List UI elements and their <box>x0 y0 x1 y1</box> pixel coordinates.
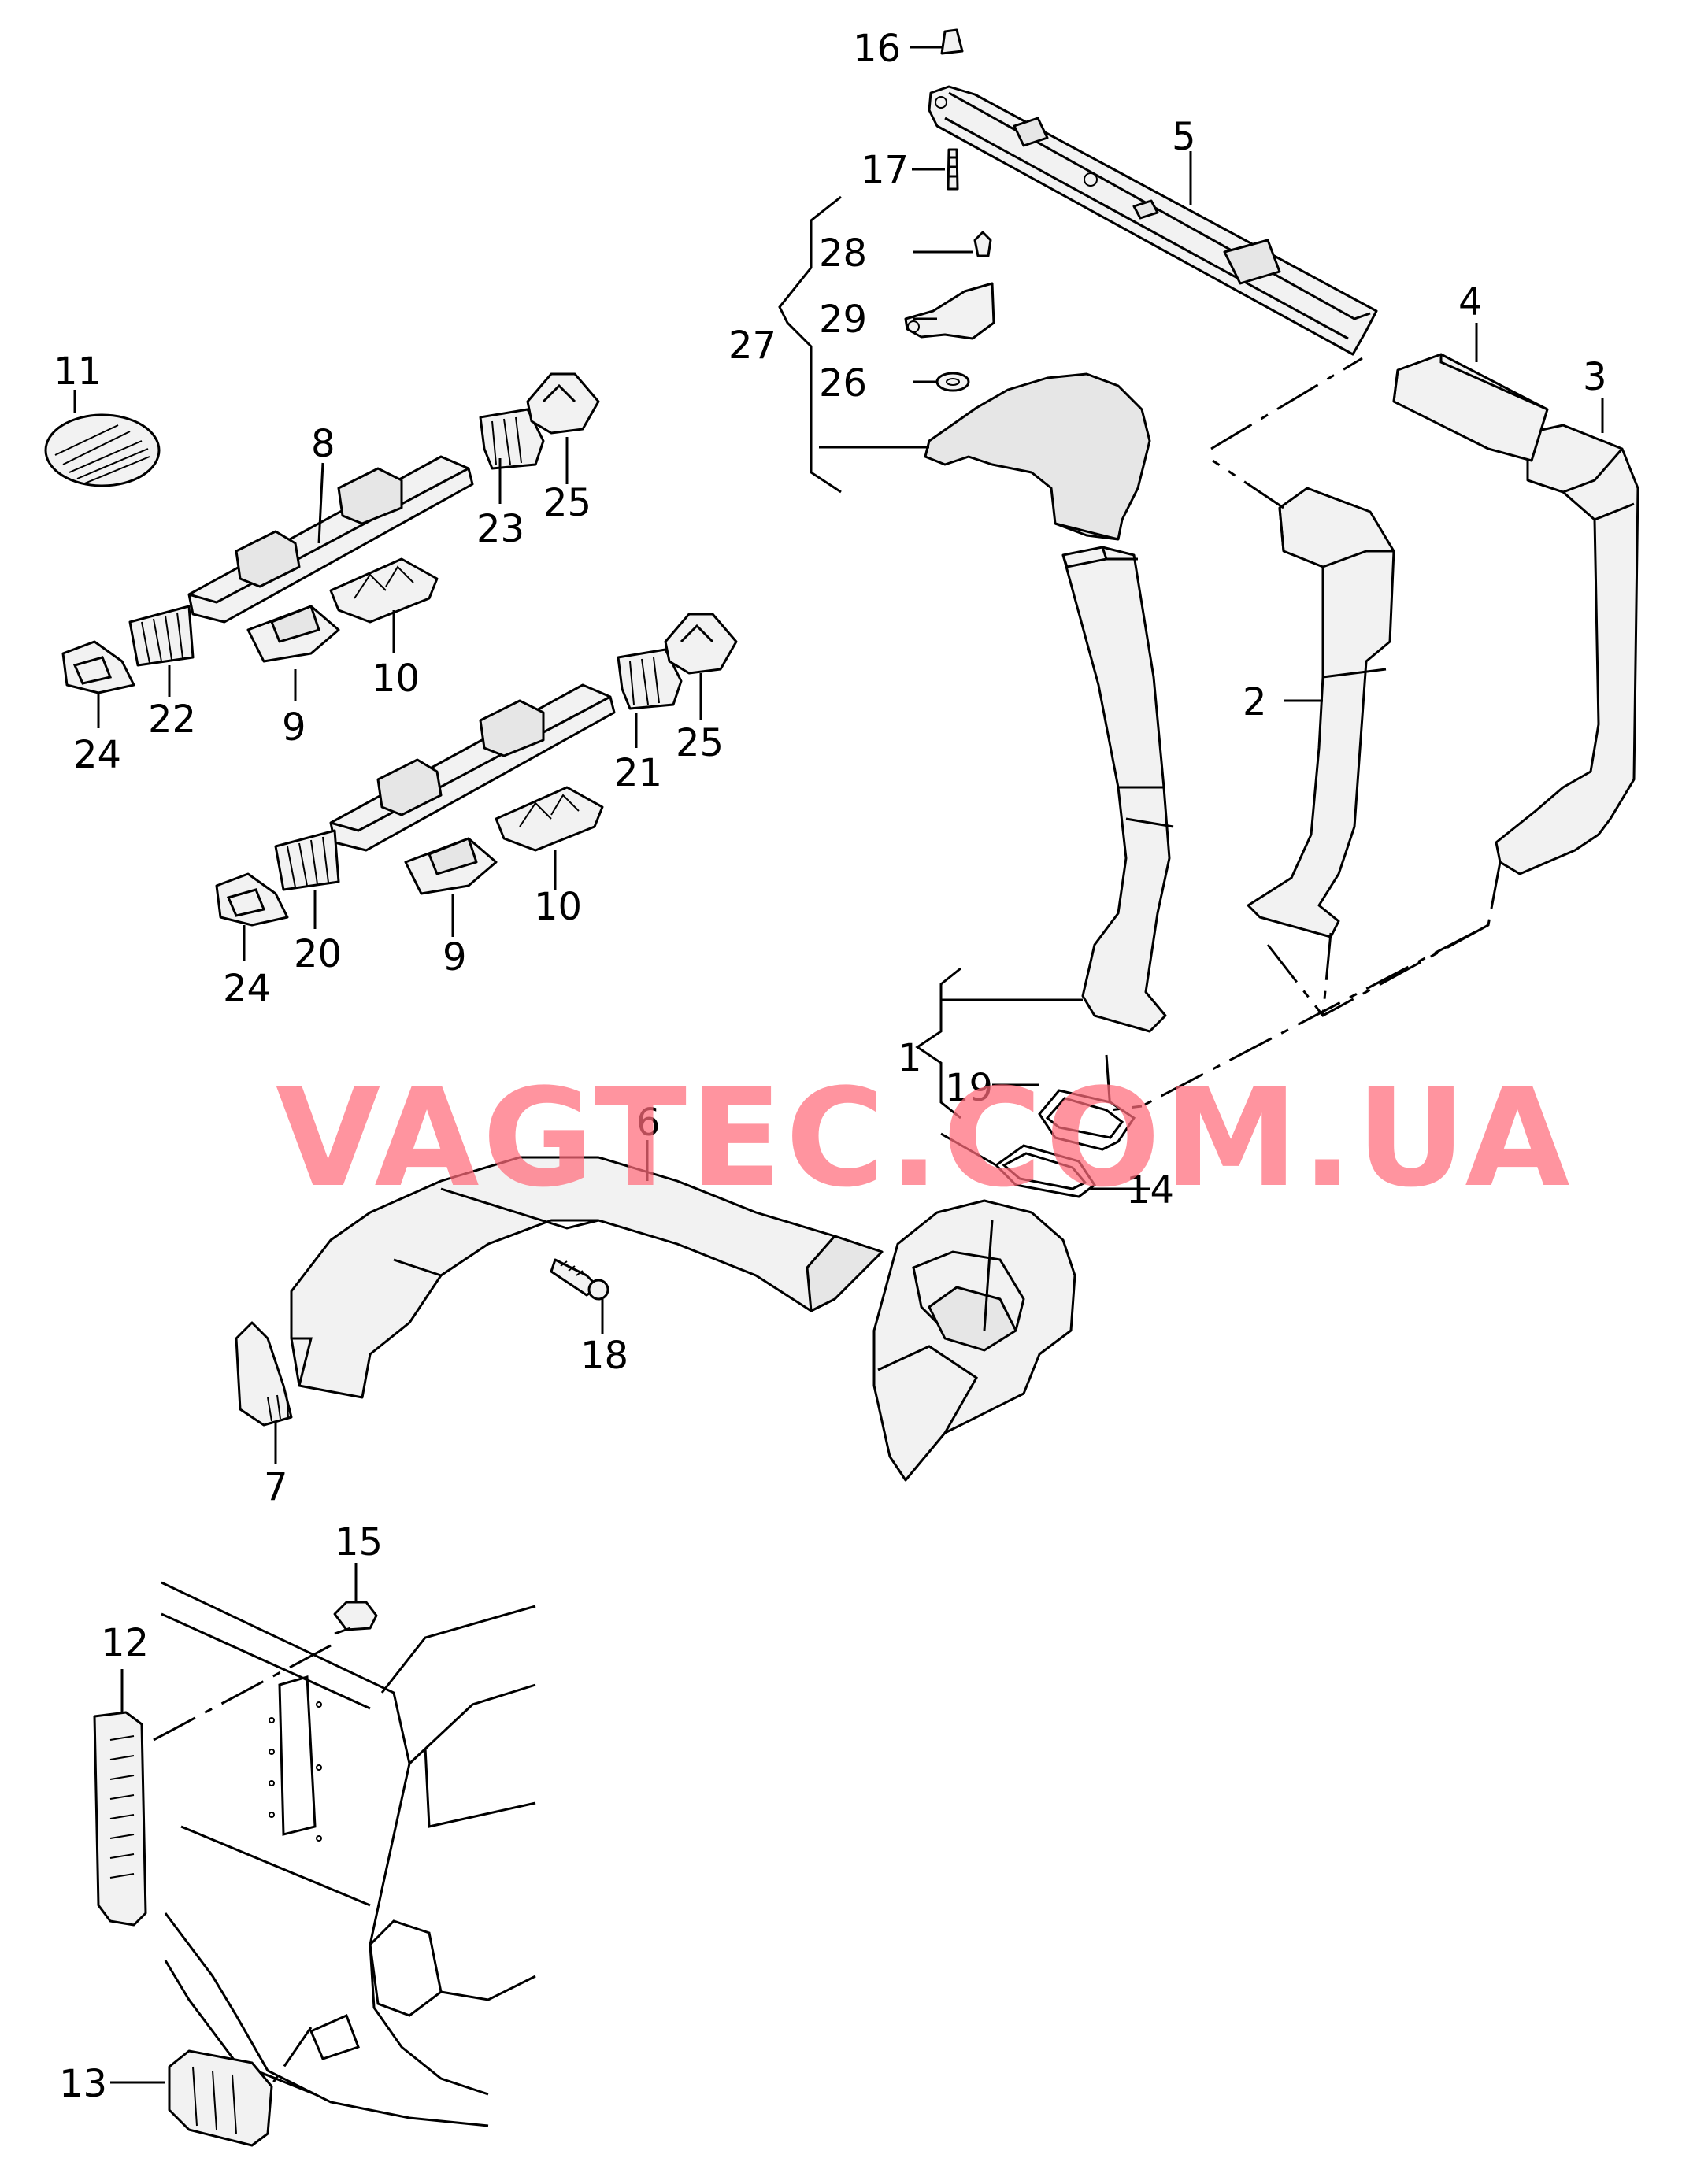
vent-11 <box>44 413 161 487</box>
cap-25b <box>664 613 738 675</box>
label-24a: 24 <box>73 733 121 777</box>
label-10a: 10 <box>372 657 420 701</box>
label-7: 7 <box>264 1465 288 1509</box>
label-25b: 25 <box>676 721 724 765</box>
watermark: VAGTEC.COM.UA <box>276 1059 1573 1217</box>
label-26: 26 <box>819 361 867 405</box>
label-25a: 25 <box>543 481 591 525</box>
wheel-arch <box>872 1199 1076 1482</box>
grille-21 <box>617 648 683 710</box>
connector-4 <box>1392 353 1549 462</box>
label-18: 18 <box>580 1334 628 1378</box>
label-9b: 9 <box>443 935 467 979</box>
cap-25a <box>526 372 600 435</box>
screw-18 <box>550 1258 609 1301</box>
label-3: 3 <box>1583 355 1607 399</box>
label-14: 14 <box>1126 1168 1174 1212</box>
holder-10b <box>495 786 604 852</box>
grille-23 <box>479 408 545 470</box>
label-9a: 9 <box>282 705 306 750</box>
vehicle-body <box>153 1581 536 2127</box>
callout-labels: 16 17 5 28 29 27 26 4 3 2 11 8 23 25 10 … <box>54 27 1607 2106</box>
bracket-set-27 <box>904 231 1151 541</box>
label-4: 4 <box>1458 280 1483 324</box>
label-2: 2 <box>1243 680 1267 724</box>
bolt-15 <box>333 1601 378 1635</box>
label-29: 29 <box>819 298 867 342</box>
label-12: 12 <box>101 1621 149 1665</box>
duct-3 <box>1495 424 1639 875</box>
label-19: 19 <box>945 1066 993 1110</box>
label-27: 27 <box>728 324 776 368</box>
air-channel-8 <box>187 455 474 624</box>
grille-9a <box>246 605 340 663</box>
label-28: 28 <box>819 231 867 276</box>
leader-lines <box>73 46 1604 2084</box>
grille-20 <box>274 829 340 891</box>
label-10b: 10 <box>534 885 582 929</box>
label-24b: 24 <box>223 967 271 1011</box>
label-16: 16 <box>853 27 901 71</box>
label-17: 17 <box>861 148 909 192</box>
label-21: 21 <box>614 751 662 795</box>
cap-24a <box>61 640 135 694</box>
grille-22 <box>128 605 195 667</box>
vent-grille-13 <box>168 2049 273 2147</box>
cap-24b <box>215 872 289 927</box>
grille-7 <box>235 1321 293 1427</box>
label-20: 20 <box>294 932 342 976</box>
holder-10a <box>329 557 439 624</box>
dashed-lines <box>1105 357 1502 1112</box>
label-8: 8 <box>311 422 335 466</box>
clip-19 <box>1038 1089 1136 1151</box>
vent-grille-12 <box>93 1711 147 1927</box>
label-11: 11 <box>54 350 102 394</box>
duct-2 <box>1247 487 1395 938</box>
clip-14 <box>994 1144 1097 1198</box>
label-1: 1 <box>898 1036 922 1080</box>
label-5: 5 <box>1172 115 1196 159</box>
label-13: 13 <box>59 2062 107 2106</box>
duct-1 <box>1061 546 1174 1033</box>
label-6: 6 <box>636 1101 661 1145</box>
top-duct-channel <box>928 28 1378 356</box>
label-23: 23 <box>476 507 524 551</box>
label-22: 22 <box>148 698 196 742</box>
air-channel-lower <box>329 683 616 852</box>
grille-9b <box>404 837 498 895</box>
floor-duct-6 <box>290 1156 884 1399</box>
label-15: 15 <box>335 1520 383 1564</box>
